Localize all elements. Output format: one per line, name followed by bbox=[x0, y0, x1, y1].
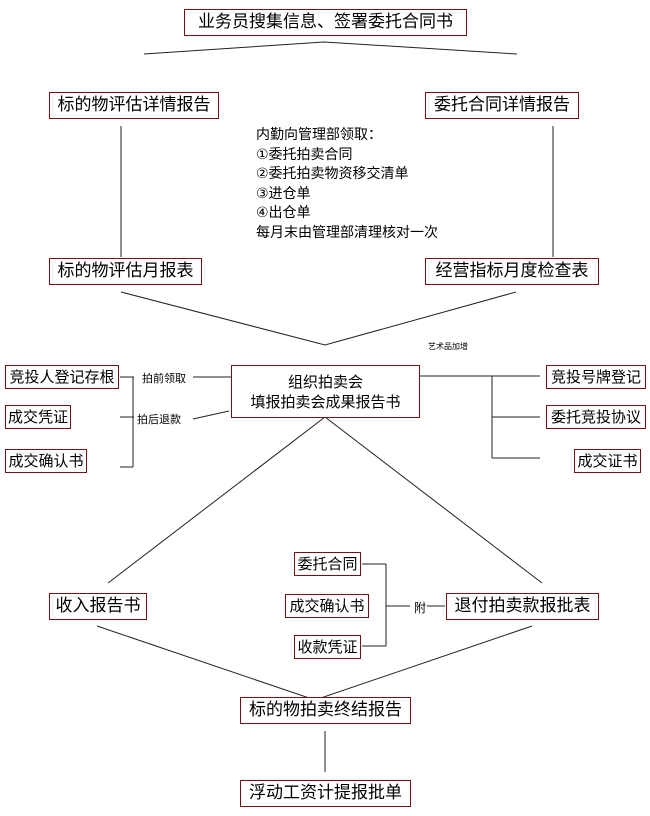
box-floating-salary-approval[interactable]: 浮动工资计提报批单 bbox=[240, 780, 411, 807]
note-line: 每月末由管理部清理核对一次 bbox=[256, 224, 438, 241]
connector-after-to-center bbox=[192, 410, 230, 420]
note-line: 内勤向管理部领取： bbox=[256, 127, 382, 143]
box-bid-number-registration-text: 竞投号牌登记 bbox=[550, 367, 641, 386]
box-organize-auction-line2: 填报拍卖会成果报告书 bbox=[250, 392, 401, 411]
box-bidder-registration-stub-text: 竞投人登记存根 bbox=[9, 367, 115, 386]
box-entrust-contract-text: 委托合同 bbox=[297, 554, 358, 573]
box-deal-confirmation-left[interactable]: 成交确认书 bbox=[5, 449, 87, 473]
note-line: ③进仓单 bbox=[256, 185, 311, 202]
box-organize-auction-line1: 组织拍卖会 bbox=[287, 372, 363, 391]
box-auction-final-report[interactable]: 标的物拍卖终结报告 bbox=[240, 697, 411, 724]
box-deal-certificate-text: 成交证书 bbox=[577, 451, 638, 470]
box-receipt-voucher[interactable]: 收款凭证 bbox=[294, 635, 361, 659]
box-business-monthly-check-text: 经营指标月度检查表 bbox=[435, 261, 589, 281]
note-line: ④出仓单 bbox=[256, 205, 311, 221]
connector-merge-center bbox=[120, 291, 517, 346]
box-business-monthly-check[interactable]: 经营指标月度检查表 bbox=[425, 258, 599, 285]
box-receipt-voucher-text: 收款凭证 bbox=[297, 637, 358, 656]
box-proxy-bid-agreement[interactable]: 委托竞投协议 bbox=[546, 405, 646, 429]
note-line: ②委托拍卖物资移交清单 bbox=[256, 166, 409, 182]
box-income-report[interactable]: 收入报告书 bbox=[49, 593, 147, 620]
box-income-report-text: 收入报告书 bbox=[55, 596, 141, 616]
box-floating-salary-approval-text: 浮动工资计提报批单 bbox=[249, 783, 402, 803]
note-internal-procedure: 内勤向管理部领取： ①委托拍卖合同 ②委托拍卖物资移交清单 ③进仓单 ④出仓单 … bbox=[256, 126, 438, 243]
box-deal-voucher-text: 成交凭证 bbox=[7, 407, 68, 426]
label-before-auction: 拍前领取 bbox=[141, 370, 187, 386]
box-assessment-detail-report-text: 标的物评估详情报告 bbox=[57, 95, 211, 115]
box-organize-auction[interactable]: 组织拍卖会 填报拍卖会成果报告书 bbox=[231, 365, 420, 418]
box-refund-approval-form[interactable]: 退付拍卖款报批表 bbox=[446, 593, 599, 620]
box-bidder-registration-stub[interactable]: 竞投人登记存根 bbox=[5, 365, 119, 389]
box-collect-info-text: 业务员搜集信息、签署委托合同书 bbox=[198, 12, 453, 32]
label-after-auction: 拍后退款 bbox=[136, 411, 182, 427]
box-deal-voucher[interactable]: 成交凭证 bbox=[5, 405, 71, 429]
label-attached: 附 bbox=[413, 599, 428, 616]
box-refund-approval-form-text: 退付拍卖款报批表 bbox=[454, 596, 591, 616]
box-deal-confirmation-text: 成交确认书 bbox=[289, 596, 365, 615]
box-bid-number-registration[interactable]: 竞投号牌登记 bbox=[546, 365, 646, 389]
box-proxy-bid-agreement-text: 委托竞投协议 bbox=[550, 407, 641, 426]
box-contract-detail-report[interactable]: 委托合同详情报告 bbox=[425, 92, 579, 119]
box-deal-confirmation-left-text: 成交确认书 bbox=[8, 451, 84, 470]
box-assessment-monthly-report-text: 标的物评估月报表 bbox=[57, 261, 194, 281]
box-auction-final-report-text: 标的物拍卖终结报告 bbox=[249, 700, 402, 720]
box-entrust-contract[interactable]: 委托合同 bbox=[294, 552, 361, 576]
box-contract-detail-report-text: 委托合同详情报告 bbox=[434, 95, 570, 115]
note-line: ①委托拍卖合同 bbox=[256, 146, 353, 163]
connector-top-fork bbox=[143, 41, 518, 55]
art-note: 艺术品加增 bbox=[428, 342, 468, 351]
box-assessment-detail-report[interactable]: 标的物评估详情报告 bbox=[49, 92, 219, 119]
box-deal-certificate[interactable]: 成交证书 bbox=[574, 449, 641, 473]
box-assessment-monthly-report[interactable]: 标的物评估月报表 bbox=[49, 258, 202, 285]
box-collect-info[interactable]: 业务员搜集信息、签署委托合同书 bbox=[184, 9, 467, 36]
box-deal-confirmation[interactable]: 成交确认书 bbox=[285, 594, 369, 618]
